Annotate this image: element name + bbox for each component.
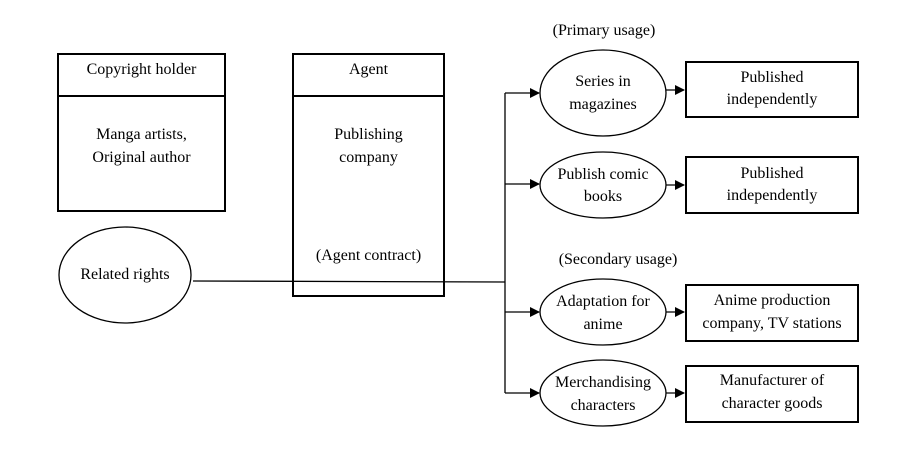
usage-label-merch-line-2: characters [570,397,636,414]
target-label-series-line-2: independently [726,91,818,108]
usage-label-comic-line-2: books [583,188,623,205]
copyright-holder-body-line-2: Original author [92,149,191,166]
usage-ellipse-series [539,49,667,137]
copyright-holder-body-line-1: Manga artists, [96,126,187,143]
agent-body-line-1: Publishing [334,126,403,143]
primary-usage-heading: (Primary usage) [552,22,656,39]
copyright-holder-header: Copyright holder [86,61,197,78]
rights-connector-line [192,280,506,283]
related-rights-label: Related rights [80,266,170,283]
usage-label-anime-line-2: anime [583,316,623,333]
target-label-comic-line-1: Published [740,165,804,182]
target-box-series [685,61,859,118]
agent-box [292,53,445,297]
target-label-comic-line-2: independently [726,187,818,204]
target-label-anime-line-1: Anime production [713,292,831,309]
agent-body-line-2: company [339,149,398,166]
agent-contract-label: (Agent contract) [315,247,422,264]
usage-label-series-line-1: Series in [575,73,631,90]
target-label-merch-line-2: character goods [721,395,823,412]
target-box-comic [685,156,859,214]
usage-label-anime-line-1: Adaptation for [556,293,650,310]
usage-label-merch-line-1: Merchandising [555,374,651,391]
secondary-usage-heading: (Secondary usage) [558,251,678,268]
related-rights-ellipse [58,226,192,324]
target-box-merch [685,365,859,423]
target-label-anime-line-2: company, TV stations [702,315,842,332]
target-box-anime [685,284,859,342]
target-label-series-line-1: Published [740,69,804,86]
usage-label-series-line-2: magazines [569,96,637,113]
copyright-holder-box [57,53,226,212]
target-label-merch-line-1: Manufacturer of [719,372,825,389]
usage-label-comic-line-1: Publish comic [557,166,649,183]
agent-header: Agent [348,61,389,78]
